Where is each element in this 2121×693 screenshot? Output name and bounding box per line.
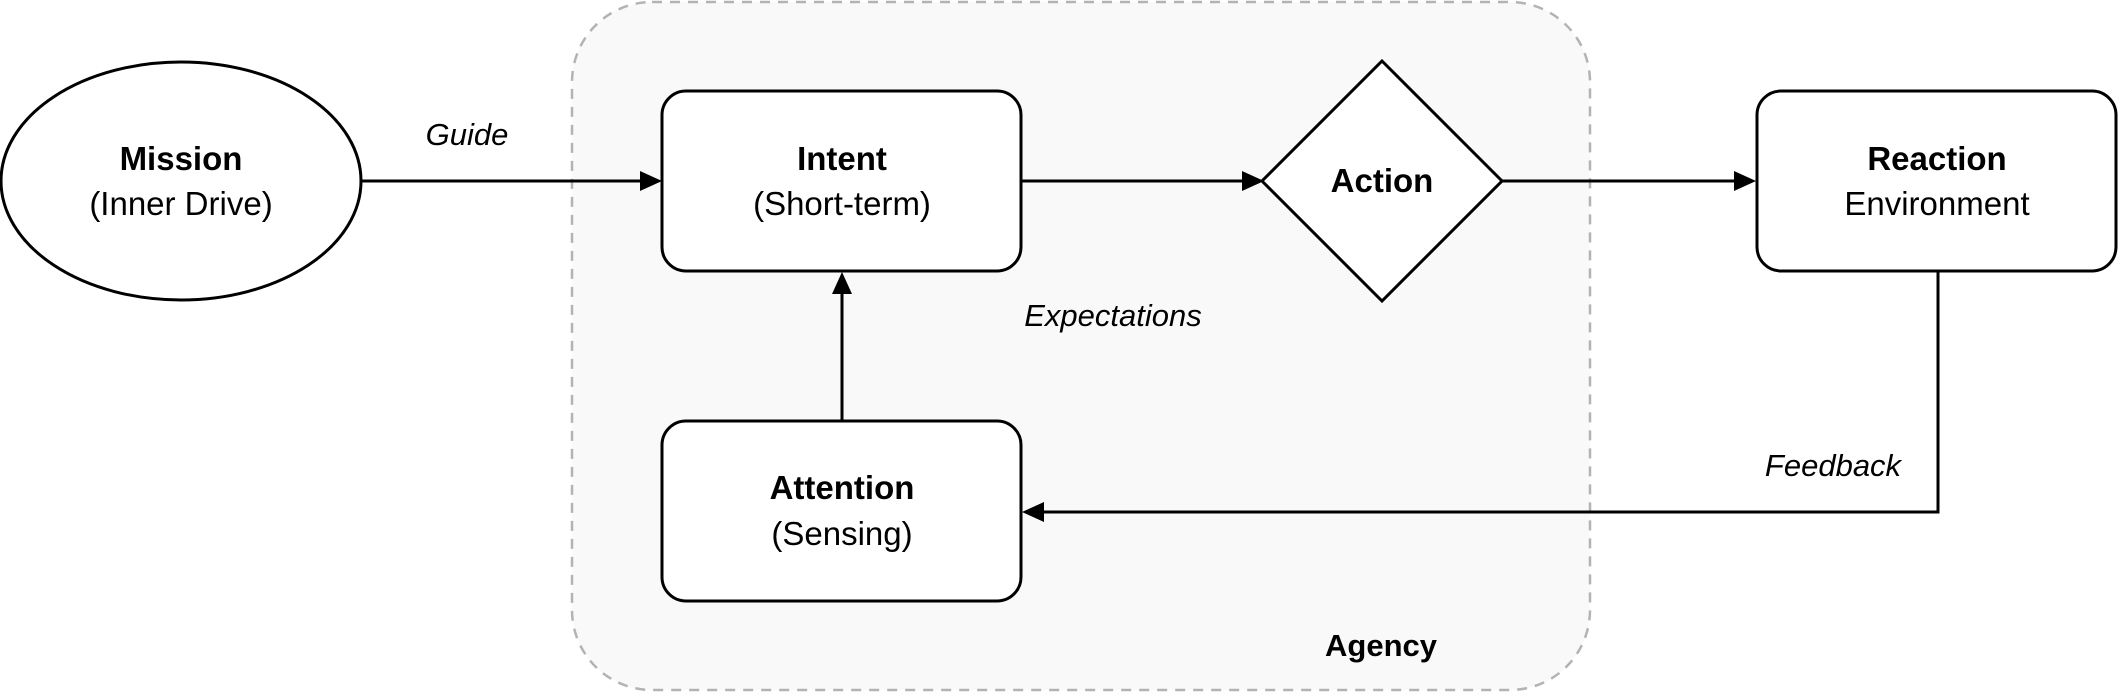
node-action[interactable]: Action — [1259, 58, 1505, 304]
agency-group-label: Agency — [1325, 628, 1438, 663]
node-attention[interactable]: Attention (Sensing) — [660, 419, 1023, 603]
node-attention-subtitle: (Sensing) — [771, 515, 912, 552]
node-intent[interactable]: Intent (Short-term) — [660, 89, 1023, 273]
node-intent-subtitle: (Short-term) — [753, 185, 931, 222]
edge-label-expectations: Expectations — [1024, 298, 1202, 333]
node-attention-title: Attention — [770, 469, 915, 506]
node-reaction-subtitle: Environment — [1844, 185, 2029, 222]
edge-label-feedback: Feedback — [1765, 448, 1903, 483]
node-mission-subtitle: (Inner Drive) — [89, 185, 272, 222]
node-intent-title: Intent — [797, 140, 887, 177]
node-mission[interactable]: Mission (Inner Drive) — [0, 60, 363, 302]
node-reaction-title: Reaction — [1867, 140, 2006, 177]
edge-intent-to-action — [1021, 171, 1264, 191]
node-action-title: Action — [1331, 162, 1434, 199]
edge-action-to-reaction — [1502, 171, 1756, 191]
edge-reaction-to-attention — [1022, 271, 1940, 522]
edge-attention-to-intent — [832, 272, 852, 420]
edge-label-guide: Guide — [426, 117, 509, 152]
node-mission-title: Mission — [120, 140, 243, 177]
edge-mission-to-intent — [362, 171, 662, 191]
node-reaction[interactable]: Reaction Environment — [1755, 89, 2118, 273]
